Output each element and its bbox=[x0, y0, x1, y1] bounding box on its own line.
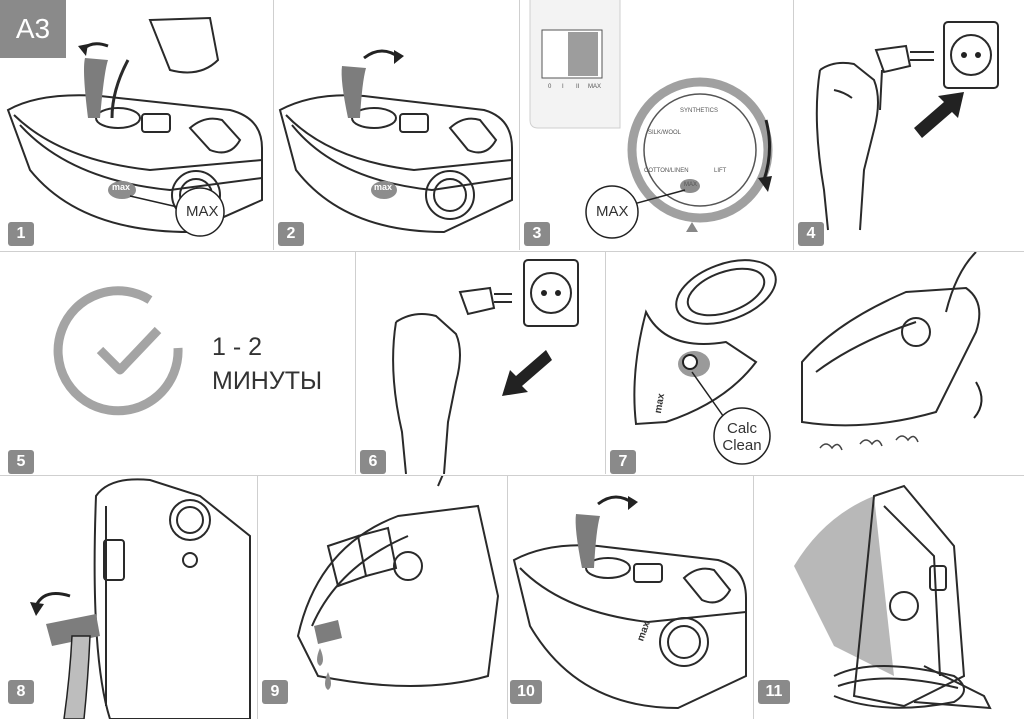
plug-icon bbox=[874, 44, 912, 74]
clean-label: Clean bbox=[722, 437, 762, 454]
step-panel-7: max Calc Clean 7 bbox=[606, 252, 1024, 474]
drain-rotate-illustration bbox=[30, 478, 251, 719]
dial-label-max: MAX bbox=[684, 182, 698, 188]
water-drop-icon bbox=[317, 648, 323, 666]
cord-wrap-icon bbox=[833, 665, 965, 709]
step-panel-9: 9 bbox=[258, 476, 506, 719]
refill-close-illustration bbox=[512, 495, 747, 710]
step-number: 5 bbox=[8, 450, 34, 474]
step-number: 9 bbox=[262, 680, 288, 704]
duration-value: 1 - 2 bbox=[212, 333, 263, 361]
calc-clean-illustration bbox=[633, 252, 983, 465]
dial-label-synthetics: SYNTHETICS bbox=[680, 108, 719, 114]
divider bbox=[273, 0, 274, 250]
step-panel-5: 5 bbox=[0, 252, 354, 474]
divider bbox=[355, 252, 356, 474]
step-panel-2: max 2 bbox=[274, 0, 518, 250]
calc-clean-callout-bubble bbox=[713, 407, 771, 465]
plug-in-illustration bbox=[815, 21, 999, 231]
steam-scale-3: MAX bbox=[588, 84, 602, 90]
arrow-in-icon bbox=[914, 92, 964, 138]
step-panel-3: 0 I II MAX SYNTHETICS SILK/WOOL COTTON/L… bbox=[520, 0, 792, 250]
cord-storage-illustration bbox=[794, 484, 992, 710]
hand-icon bbox=[819, 61, 879, 231]
dial-label-lift: LIFT bbox=[714, 168, 727, 174]
dial-label-silk-wool: SILK/WOOL bbox=[648, 130, 682, 136]
plug-icon bbox=[458, 286, 496, 316]
iron-close-lid-illustration bbox=[278, 49, 513, 234]
divider bbox=[0, 475, 1024, 476]
arrow-out-icon bbox=[502, 350, 552, 396]
divider bbox=[507, 476, 508, 719]
iron-fill-illustration bbox=[6, 16, 263, 237]
divider bbox=[793, 0, 794, 250]
step-panel-4: 4 bbox=[794, 0, 1024, 250]
calc-label: Calc bbox=[726, 420, 757, 437]
divider bbox=[753, 476, 754, 719]
step-panel-1: A3 max MAX 1 bbox=[0, 0, 272, 250]
step-number: 8 bbox=[8, 680, 34, 704]
divider bbox=[257, 476, 258, 719]
step-number: 6 bbox=[360, 450, 386, 474]
dial-label-cotton-linen: COTTON/LINEN bbox=[644, 168, 689, 174]
divider bbox=[605, 252, 606, 474]
tank-lid-icon bbox=[84, 58, 108, 118]
temperature-dial-icon bbox=[627, 77, 773, 223]
calc-clean-callout-label: Calc Clean bbox=[720, 420, 764, 454]
step-panel-6: 6 bbox=[356, 252, 604, 474]
section-badge: A3 bbox=[0, 0, 66, 58]
tank-max-mark: max bbox=[112, 182, 131, 192]
tank-max-mark: max bbox=[374, 182, 393, 192]
rotate-arrow-icon bbox=[973, 381, 983, 419]
step-panel-10: max 10 bbox=[508, 476, 752, 719]
steam-scale-2: II bbox=[576, 84, 580, 90]
divider bbox=[0, 251, 1024, 252]
temperature-dial-illustration bbox=[529, 0, 773, 239]
duration-unit: МИНУТЫ bbox=[212, 367, 323, 395]
steam-scale-1: I bbox=[562, 84, 564, 90]
unplug-illustration bbox=[392, 259, 579, 474]
rotate-arrow-icon bbox=[762, 119, 771, 181]
step-number: 7 bbox=[610, 450, 636, 474]
step-number: 1 bbox=[8, 222, 34, 246]
steam-puff-icon bbox=[819, 435, 919, 451]
max-callout-bubble bbox=[585, 185, 639, 239]
steam-scale-0: 0 bbox=[548, 84, 552, 90]
step-number: 3 bbox=[524, 222, 550, 246]
drain-water-illustration bbox=[296, 476, 500, 690]
duration-text: 1 - 2 МИНУТЫ bbox=[212, 330, 322, 398]
step-number: 2 bbox=[278, 222, 304, 246]
max-callout-label: MAX bbox=[186, 203, 219, 220]
checkmark-circle-illustration bbox=[53, 286, 183, 416]
wall-socket-icon bbox=[943, 21, 999, 89]
step-panel-11: 11 bbox=[754, 476, 1024, 719]
step-panel-8: 8 bbox=[0, 476, 256, 719]
step-number: 10 bbox=[510, 680, 542, 704]
step-number: 4 bbox=[798, 222, 824, 246]
step-number: 11 bbox=[758, 680, 790, 704]
hand-icon bbox=[395, 313, 461, 474]
wall-socket-icon bbox=[523, 259, 579, 327]
checkmark-circle-icon bbox=[53, 286, 183, 416]
max-callout-label: MAX bbox=[596, 203, 629, 220]
max-callout-bubble bbox=[175, 187, 225, 237]
divider bbox=[519, 0, 520, 250]
